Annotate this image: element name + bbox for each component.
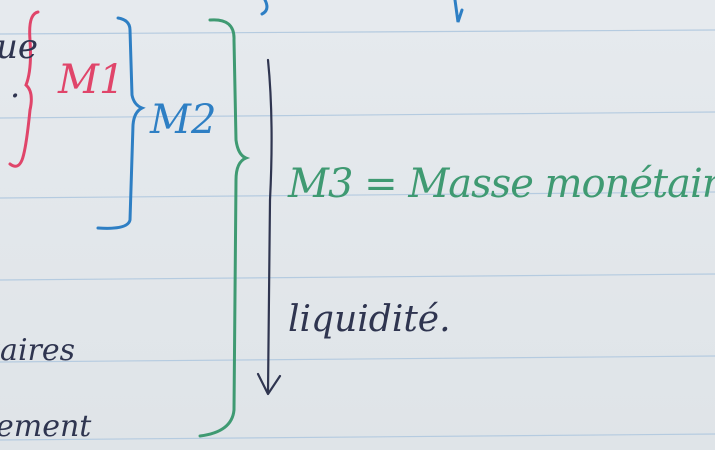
green-curly-bracket [198,18,251,438]
m3-definition: M3 = Masse monétaire [288,161,715,207]
liquidity-arrow-shaft [266,58,273,394]
red-curly-bracket [8,10,40,168]
m1-label: M1 [58,57,125,103]
blue-square-bracket [96,16,146,230]
left-bottom-fragment-1: taires [0,333,76,368]
liquidity-arrow-head [256,372,282,396]
top-ink-fragment-right [453,0,464,23]
left-bottom-fragment-2: ement [0,409,92,444]
m2-label: M2 [150,97,217,143]
liquidite-label: liquidité. [288,299,451,340]
left-dot: . [10,67,21,105]
top-ink-fragment [260,0,269,16]
left-top-fragment: ue [0,27,39,67]
